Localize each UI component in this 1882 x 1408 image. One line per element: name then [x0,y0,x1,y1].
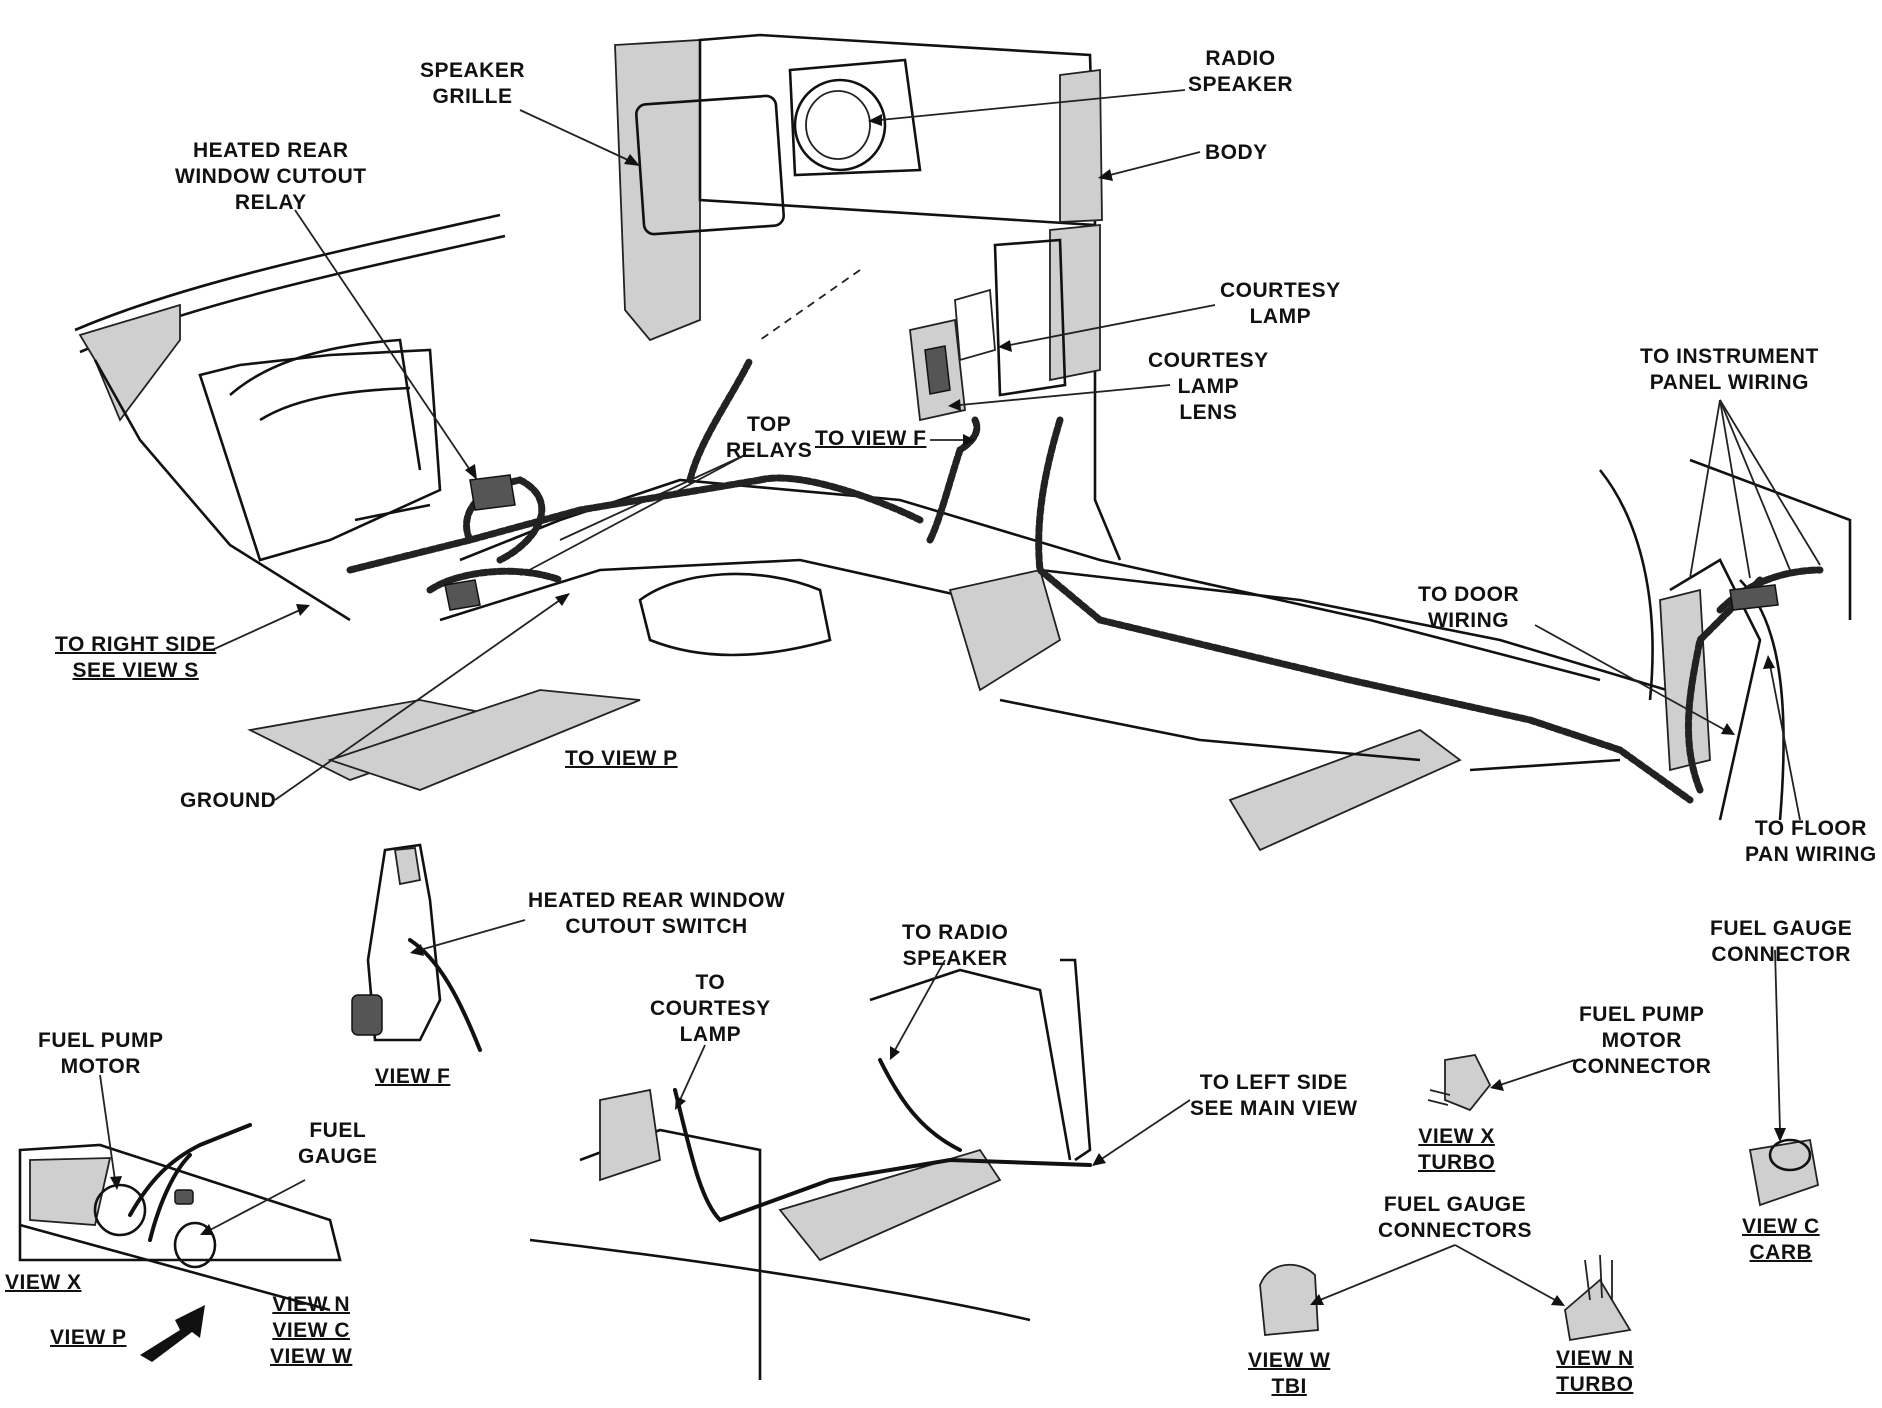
label-line: CONNECTOR [1711,943,1851,966]
label-line: FUEL [309,1119,367,1142]
label-line: MOTOR [1601,1029,1682,1052]
label-line: LAMP [1249,305,1312,328]
label-courtesy-lamp: COURTESY LAMP [1220,278,1341,330]
label-line: PANEL WIRING [1649,371,1809,394]
label-line: SPEAKER [420,59,526,82]
label-line: FUEL PUMP [38,1029,164,1052]
label-line: SPEAKER [1188,73,1294,96]
label-line: FUEL PUMP [1578,1003,1705,1026]
label-ground: GROUND [180,789,277,812]
label-line: GAUGE [298,1145,378,1168]
label-line: LENS [1179,401,1238,424]
fwd-arrow [140,1305,205,1362]
label-line: CARB [1749,1241,1813,1264]
label-to-instrument-panel: TO INSTRUMENT PANEL WIRING [1640,344,1819,396]
label-to-left-side: TO LEFT SIDE SEE MAIN VIEW [1190,1070,1358,1122]
label-line: VIEW N [1556,1347,1634,1370]
label-line: TO RIGHT SIDE [55,633,217,656]
label-line: RADIO [1205,47,1276,70]
label-to-door-wiring: TO DOOR WIRING [1418,582,1519,634]
label-line: VIEW C [1742,1215,1820,1238]
label-line: TO FLOOR [1754,817,1867,840]
label-line: TURBO [1556,1373,1634,1396]
leader-lines [99,89,1821,1306]
label-view-c-carb: VIEW C CARB [1742,1214,1820,1266]
label-heated-rear-relay: HEATED REAR WINDOW CUTOUT RELAY [175,138,367,216]
label-courtesy-lamp-lens: COURTESY LAMP LENS [1148,348,1269,426]
label-line: TOP [746,413,792,436]
label-line: TO LEFT SIDE [1199,1071,1348,1094]
label-line: BODY [1205,141,1268,164]
label-line: WINDOW CUTOUT [175,165,367,188]
main-view-body [74,33,1852,852]
radio-speaker-view-drawing [529,958,1092,1380]
label-line: SEE MAIN VIEW [1190,1097,1358,1120]
label-line: TO INSTRUMENT [1640,345,1819,368]
connector-views [1259,1054,1820,1342]
label-view-p: VIEW P [50,1326,127,1349]
label-speaker-grille: SPEAKER GRILLE [420,58,525,110]
label-radio-speaker: RADIO SPEAKER [1188,46,1293,98]
label-body: BODY [1205,140,1268,166]
label-line: TO RADIO [902,921,1009,944]
label-line: FUEL GAUGE [1383,1193,1527,1216]
label-line: LAMP [679,1023,742,1046]
label-view-x-turbo: VIEW X TURBO [1418,1124,1495,1176]
label-line: GRILLE [432,85,513,108]
label-to-view-p: TO VIEW P [565,747,678,770]
label-line: VIEW W [270,1345,353,1368]
label-line: TURBO [1418,1151,1496,1174]
label-to-courtesy-lamp: TO COURTESY LAMP [650,970,771,1048]
label-view-n-turbo: VIEW N TURBO [1556,1346,1634,1398]
label-to-floor-pan: TO FLOOR PAN WIRING [1745,816,1877,868]
label-line: TO [695,971,726,994]
label-line: VIEW N [272,1293,350,1316]
view-f-drawing [351,843,482,1052]
label-view-f: VIEW F [375,1065,451,1088]
label-view-x: VIEW X [5,1271,82,1294]
label-line: RELAYS [726,439,813,462]
label-to-right-side: TO RIGHT SIDE SEE VIEW S [55,632,216,684]
label-line: CONNECTORS [1378,1219,1532,1242]
label-line: TO DOOR [1418,583,1520,606]
label-line: FUEL GAUGE [1710,917,1853,940]
view-p-drawing [18,1123,342,1312]
label-fuel-gauge-connectors: FUEL GAUGE CONNECTORS [1378,1192,1532,1244]
label-fuel-gauge-connector: FUEL GAUGE CONNECTOR [1710,916,1852,968]
label-to-view-f: TO VIEW F [815,427,927,450]
label-line: VIEW X [1418,1125,1495,1148]
label-top-relays: TOP RELAYS [726,412,812,464]
label-view-ncw: VIEW N VIEW C VIEW W [270,1292,352,1370]
label-fuel-pump-motor: FUEL PUMP MOTOR [38,1028,163,1080]
label-line: CUTOUT SWITCH [565,915,748,938]
label-line: HEATED REAR [192,139,349,162]
label-line: WIRING [1427,609,1510,632]
label-line: COURTESY [650,997,771,1020]
label-line: HEATED REAR WINDOW [528,889,786,912]
label-line: TBI [1271,1375,1307,1398]
label-line: CONNECTOR [1572,1055,1712,1078]
label-fuel-pump-motor-connector: FUEL PUMP MOTOR CONNECTOR [1572,1002,1711,1080]
label-heated-switch: HEATED REAR WINDOW CUTOUT SWITCH [528,888,785,940]
label-line: COURTESY [1148,349,1269,372]
label-line: VIEW W [1248,1349,1331,1372]
label-line: VIEW C [272,1319,350,1342]
label-view-w-tbi: VIEW W TBI [1248,1348,1330,1400]
label-fuel-gauge: FUEL GAUGE [298,1118,378,1170]
label-to-radio-speaker: TO RADIO SPEAKER [902,920,1008,972]
label-line: MOTOR [60,1055,141,1078]
label-line: COURTESY [1220,279,1341,302]
label-line: PAN WIRING [1745,843,1877,866]
label-line: SPEAKER [902,947,1008,970]
label-line: RELAY [234,191,307,214]
label-line: SEE VIEW S [72,659,199,682]
label-line: LAMP [1177,375,1240,398]
